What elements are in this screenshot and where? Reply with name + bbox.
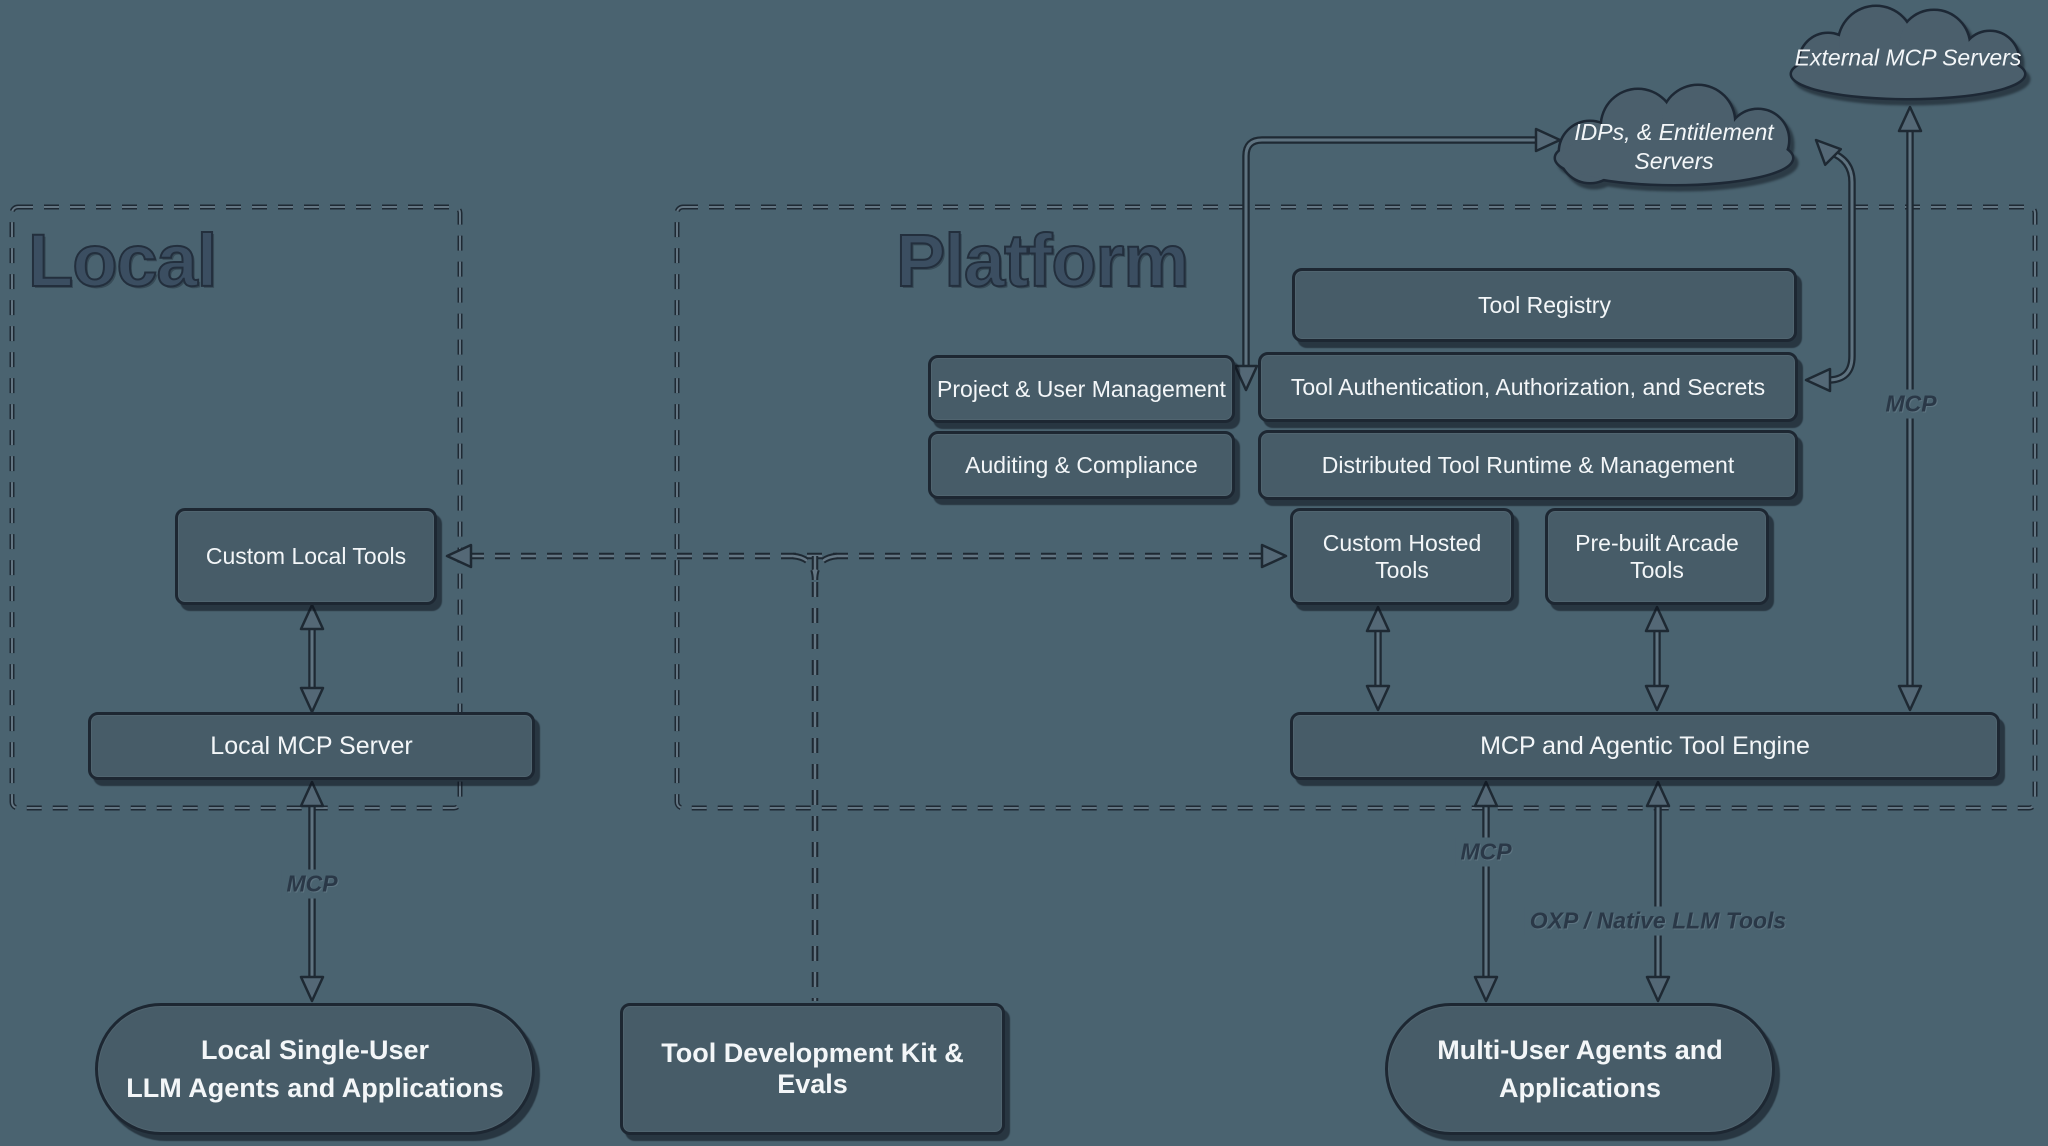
node-tool-development-kit: Tool Development Kit & Evals [620,1003,1005,1135]
dashed-arrow-localtools-hostedtools [445,543,1288,569]
idps-cloud-label-line2: Servers [1634,148,1714,174]
node-local-agents-line2: LLM Agents and Applications [126,1073,504,1103]
arrow-engine-agents-mcp [1473,780,1499,1003]
node-multi-user-agents-line1: Multi-User Agents and [1437,1035,1723,1065]
arrow-toolauth-idps [1804,138,1856,393]
idps-cloud-label: IDPs, & Entitlement Servers [1574,118,1773,176]
arrow-prebuilttools-engine [1644,605,1670,712]
node-project-user-management: Project & User Management [928,355,1235,423]
external-mcp-cloud-label: External MCP Servers [1794,44,2022,71]
platform-container-title: Platform [895,218,1190,303]
arrow-engine-agents-oxp [1645,780,1671,1003]
node-multi-user-agents-line2: Applications [1498,1073,1661,1103]
edge-label-engine-oxp: OXP / Native LLM Tools [1524,906,1792,936]
local-container-border [9,204,463,811]
local-container-title: Local [27,218,218,303]
node-tool-registry: Tool Registry [1292,268,1797,342]
node-auditing-compliance: Auditing & Compliance [928,431,1235,499]
node-local-mcp-server: Local MCP Server [88,712,535,780]
dashed-line-tdk-branch [792,552,838,1001]
node-local-agents: Local Single-User LLM Agents and Applica… [95,1003,535,1135]
node-tool-authentication: Tool Authentication, Authorization, and … [1258,352,1798,422]
idps-cloud [1553,83,1795,187]
arrow-hostedtools-engine [1365,605,1391,712]
node-local-agents-line1: Local Single-User [200,1035,430,1065]
node-prebuilt-arcade-tools: Pre-built Arcade Tools [1545,508,1769,605]
node-mcp-agentic-tool-engine: MCP and Agentic Tool Engine [1290,712,2000,780]
edge-label-local-mcp: MCP [281,869,343,899]
idps-cloud-label-line1: IDPs, & Entitlement [1574,119,1774,145]
edge-label-engine-mcp: MCP [1455,837,1517,867]
arrow-customlocal-localmcp [299,603,325,714]
node-custom-local-tools: Custom Local Tools [175,508,437,605]
node-custom-hosted-tools: Custom Hosted Tools [1290,508,1514,605]
node-multi-user-agents: Multi-User Agents and Applications [1385,1003,1775,1135]
edge-label-external-mcp: MCP [1880,389,1942,419]
arrow-idps-projectmgmt [1233,127,1562,392]
platform-container-border [674,204,2038,811]
external-mcp-cloud [1789,4,2027,101]
node-distributed-runtime: Distributed Tool Runtime & Management [1258,430,1798,500]
